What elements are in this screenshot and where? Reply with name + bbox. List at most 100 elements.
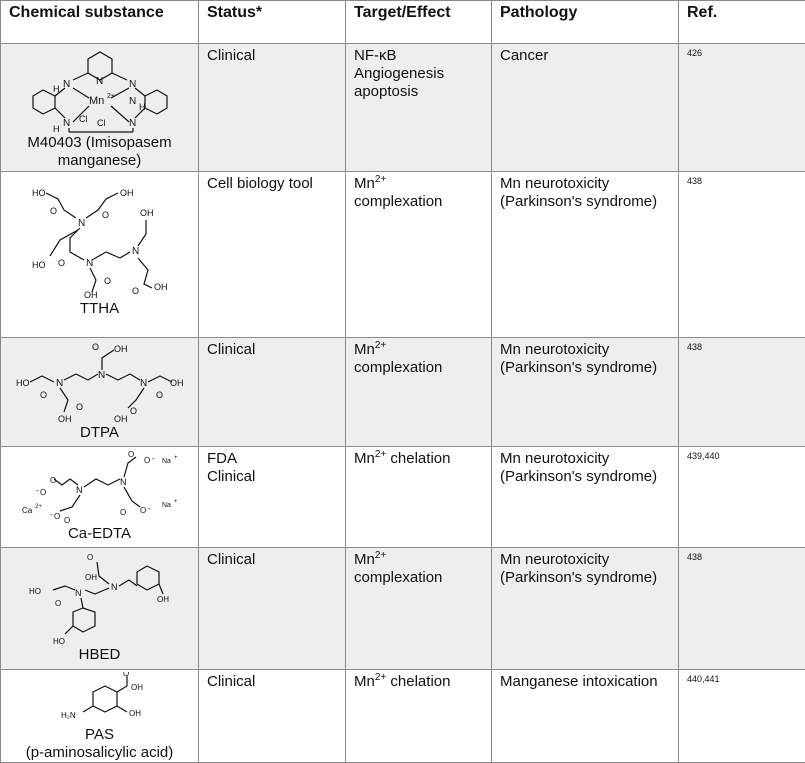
svg-text:-: - (36, 486, 39, 495)
svg-text:N: N (120, 477, 127, 487)
svg-text:N: N (111, 582, 118, 592)
status-cell: Clinical (199, 670, 346, 763)
svg-text:HO: HO (16, 378, 30, 388)
svg-text:O: O (76, 402, 83, 412)
svg-text:O: O (140, 506, 146, 515)
substance-name: HBED (1, 646, 198, 664)
svg-text:-: - (148, 504, 151, 513)
target-cell: Mn2+ chelation (346, 447, 492, 548)
svg-text:N: N (56, 378, 63, 389)
svg-text:N: N (140, 378, 147, 389)
ca-edta-structure: O O - N N O O - Na + Ca 2+ O - O O (20, 449, 180, 525)
svg-text:HO: HO (53, 637, 65, 646)
table-row: HO O N N N OH O OH O OH O OH O (1, 338, 805, 447)
svg-text:Mn: Mn (89, 95, 104, 107)
svg-text:+: + (174, 499, 178, 505)
svg-text:OH: OH (114, 344, 128, 354)
svg-text:O: O (50, 206, 57, 216)
substance-name: TTHA (1, 300, 198, 318)
substance-name: Ca-EDTA (1, 525, 198, 543)
svg-text:OH: OH (58, 414, 72, 424)
pathology-cell: Mn neurotoxicity (Parkinson's syndrome) (492, 338, 679, 447)
pathology-cell: Cancer (492, 44, 679, 172)
svg-text:-: - (50, 510, 53, 519)
svg-text:N: N (96, 76, 103, 87)
svg-text:N: N (98, 370, 105, 381)
pathology-cell: Mn neurotoxicity (Parkinson's syndrome) (492, 172, 679, 338)
svg-text:O: O (123, 672, 129, 678)
svg-text:Na: Na (162, 502, 171, 509)
pas-structure: O OH OH H₂N (35, 672, 165, 726)
status-cell: Clinical (199, 44, 346, 172)
table-row: O OH N OH N HO O HO HBED Clinical (1, 548, 805, 670)
svg-text:O: O (130, 406, 137, 416)
svg-text:H: H (53, 124, 60, 134)
svg-text:N: N (76, 485, 83, 495)
svg-text:H: H (53, 84, 60, 94)
table-row: HO OH O O N N N OH HO O OH O OH (1, 172, 805, 338)
svg-text:O: O (102, 210, 109, 220)
substance-cell: O O - N N O O - Na + Ca 2+ O - O O (1, 447, 199, 548)
svg-text:OH: OH (129, 709, 141, 718)
table-row: O OH OH H₂N PAS (p-aminosalicylic acid) … (1, 670, 805, 763)
ttha-structure: HO OH O O N N N OH HO O OH O OH (20, 174, 180, 300)
header-pathology: Pathology (492, 1, 679, 44)
svg-text:-: - (152, 454, 155, 463)
substance-name: PAS (1, 726, 198, 744)
svg-text:N: N (78, 218, 85, 229)
svg-text:N: N (63, 118, 70, 129)
header-status: Status* (199, 1, 346, 44)
substance-cell: HO OH O O N N N OH HO O OH O OH (1, 172, 199, 338)
status-cell: Cell biology tool (199, 172, 346, 338)
ref-cell: 438 (679, 548, 805, 670)
svg-text:O: O (87, 553, 93, 562)
svg-text:OH: OH (84, 290, 98, 300)
ref-cell: 440,441 (679, 670, 805, 763)
svg-text:Ca: Ca (22, 506, 33, 515)
header-row: Chemical substance Status* Target/Effect… (1, 1, 805, 44)
target-cell: Mn2+ complexation (346, 338, 492, 447)
ref-cell: 439,440 (679, 447, 805, 548)
ref-cell: 426 (679, 44, 805, 172)
svg-text:O: O (92, 342, 99, 352)
svg-text:O: O (132, 286, 139, 296)
table-row: O O - N N O O - Na + Ca 2+ O - O O (1, 447, 805, 548)
svg-text:2+: 2+ (35, 504, 42, 510)
target-cell: Mn2+ complexation (346, 172, 492, 338)
substance-cell: O OH OH H₂N PAS (p-aminosalicylic acid) (1, 670, 199, 763)
ref-cell: 438 (679, 338, 805, 447)
svg-text:O: O (144, 456, 150, 465)
svg-text:N: N (129, 96, 136, 107)
substance-cell: N N N Mn 2+ N N N H (1, 44, 199, 172)
svg-text:O: O (104, 276, 111, 286)
target-cell: NF-κB Angiogenesis apoptosis (346, 44, 492, 172)
svg-text:O: O (40, 390, 47, 400)
svg-text:N: N (132, 246, 139, 257)
header-ref: Ref. (679, 1, 805, 44)
svg-text:O: O (54, 512, 60, 521)
header-substance: Chemical substance (1, 1, 199, 44)
svg-text:OH: OH (120, 188, 134, 198)
svg-text:OH: OH (170, 378, 184, 388)
substance-name-cont: manganese) (1, 152, 198, 170)
status-cell: FDA Clinical (199, 447, 346, 548)
pathology-cell: Mn neurotoxicity (Parkinson's syndrome) (492, 548, 679, 670)
svg-text:HO: HO (29, 587, 41, 596)
substance-cell: O OH N OH N HO O HO HBED (1, 548, 199, 670)
m40403-structure: N N N Mn 2+ N N N H (25, 46, 175, 134)
svg-text:OH: OH (131, 683, 143, 692)
svg-text:O: O (40, 488, 46, 497)
table-row: N N N Mn 2+ N N N H (1, 44, 805, 172)
svg-text:+: + (174, 455, 178, 461)
substance-name-cont: (p-aminosalicylic acid) (1, 744, 198, 762)
svg-text:OH: OH (154, 282, 168, 292)
svg-text:O: O (156, 390, 163, 400)
substance-cell: HO O N N N OH O OH O OH O OH O (1, 338, 199, 447)
svg-text:N: N (75, 588, 82, 598)
target-cell: Mn2+ complexation (346, 548, 492, 670)
ref-cell: 438 (679, 172, 805, 338)
svg-text:Na: Na (162, 458, 171, 465)
svg-text:H: H (139, 102, 146, 112)
svg-text:O: O (64, 516, 70, 525)
hbed-structure: O OH N OH N HO O HO (25, 550, 175, 646)
